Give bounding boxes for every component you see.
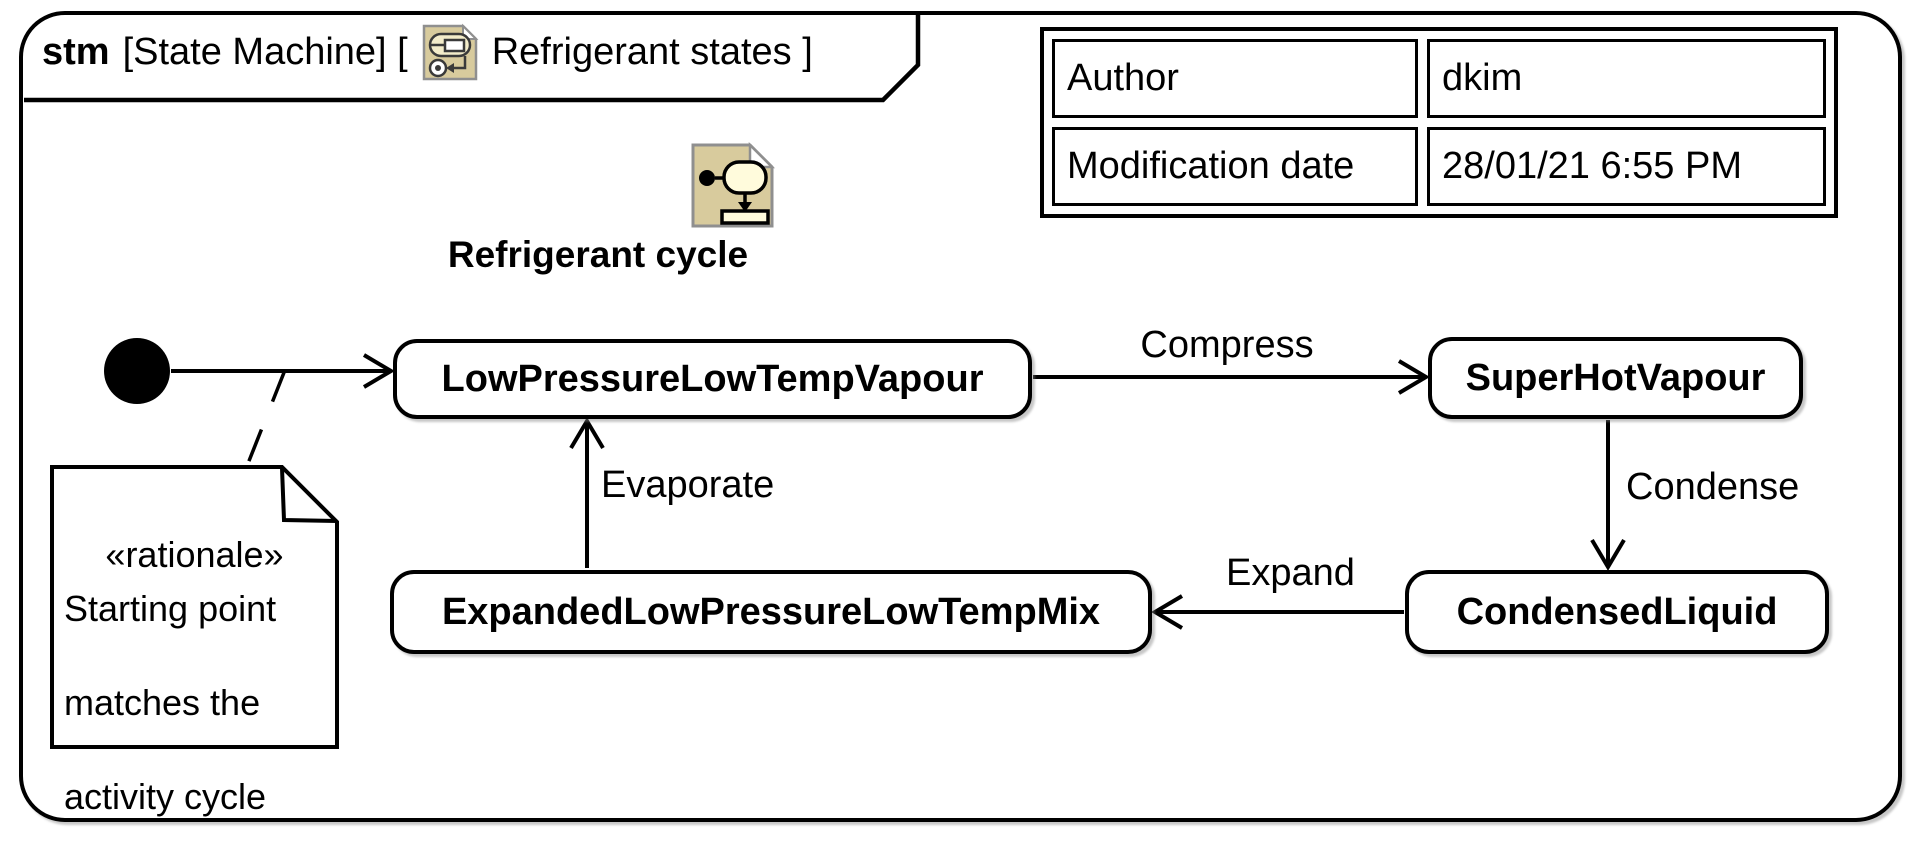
note-anchor-line[interactable] bbox=[245, 369, 287, 467]
frame-diagram-name: Refrigerant states ] bbox=[491, 30, 813, 73]
property-label-modification-date: Modification date bbox=[1052, 127, 1418, 206]
frame-keyword: stm bbox=[42, 30, 110, 73]
frame-diagram-type: [State Machine] [ bbox=[122, 30, 408, 73]
note-line-1: Starting point bbox=[64, 588, 277, 629]
frame-name-tab bbox=[24, 13, 921, 103]
rationale-note-shape[interactable] bbox=[50, 465, 339, 749]
transition-label-condense[interactable]: Condense bbox=[1626, 466, 1800, 508]
state-condensedliquid[interactable]: CondensedLiquid bbox=[1405, 570, 1829, 654]
transition-label-expand[interactable]: Expand bbox=[1226, 552, 1355, 594]
state-machine-diagram-icon bbox=[422, 23, 479, 81]
refrigerant-cycle-icon[interactable] bbox=[691, 141, 776, 228]
frame-title: stm [State Machine] [ Refrigerant states… bbox=[42, 20, 813, 84]
initial-state-dot[interactable] bbox=[104, 338, 170, 404]
property-value-author: dkim bbox=[1427, 39, 1826, 118]
property-value-modification-date: 28/01/21 6:55 PM bbox=[1427, 127, 1826, 206]
note-text[interactable]: Starting point matches the activity cycl… bbox=[64, 585, 276, 820]
state-lowpressurelowtempvapour[interactable]: LowPressureLowTempVapour bbox=[393, 339, 1032, 419]
note-line-2: matches the bbox=[64, 682, 261, 723]
transition-label-evaporate[interactable]: Evaporate bbox=[601, 464, 775, 506]
state-expandedlowpressurelowtempmix[interactable]: ExpandedLowPressureLowTempMix bbox=[390, 570, 1152, 654]
diagram-properties-table: Author dkim Modification date 28/01/21 6… bbox=[1040, 27, 1838, 218]
property-label-author: Author bbox=[1052, 39, 1418, 118]
state-superhotvapour[interactable]: SuperHotVapour bbox=[1428, 337, 1803, 419]
refrigerant-cycle-label[interactable]: Refrigerant cycle bbox=[447, 234, 749, 275]
note-line-3: activity cycle bbox=[64, 776, 267, 817]
transition-label-compress[interactable]: Compress bbox=[1140, 324, 1314, 366]
note-stereotype[interactable]: «rationale» bbox=[105, 534, 284, 575]
